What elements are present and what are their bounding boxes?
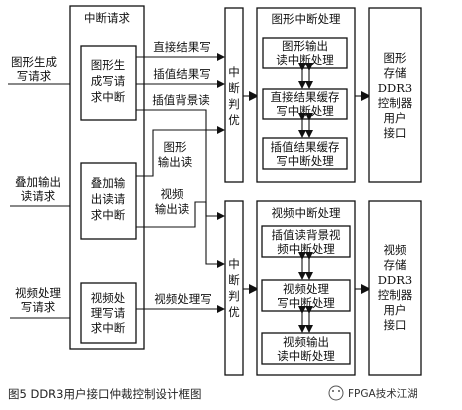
input-overlay-label: 叠加输出 读请求 [15, 175, 61, 203]
svg-text:输出读: 输出读 [155, 202, 190, 216]
svg-text:存储: 存储 [384, 66, 407, 80]
svg-text:求中断: 求中断 [91, 90, 126, 104]
svg-text:叠加输出: 叠加输出 [15, 175, 61, 189]
svg-text:视频: 视频 [161, 187, 184, 201]
video-up-down-arrows-2 [298, 306, 313, 333]
arrow-interp-bg-read [136, 109, 225, 268]
label-video-proc-write: 视频处理写 [154, 292, 212, 306]
arrow-graphic-out-read [136, 126, 225, 177]
svg-text:写中断处理: 写中断处理 [276, 104, 334, 118]
svg-text:图形: 图形 [164, 140, 187, 154]
input-graphic-gen-label: 图形生成 写请求 [11, 55, 57, 83]
input-video-proc-label: 视频处理 写请求 [15, 286, 61, 314]
graphic-processing-title: 图形中断处理 [272, 12, 341, 26]
arbiter-top [224, 7, 244, 183]
interp-result-write-box [262, 137, 348, 170]
label-interp-write: 插值结果写 [153, 67, 211, 81]
svg-text:断: 断 [228, 273, 240, 287]
svg-text:存储: 存储 [384, 258, 407, 272]
svg-text:中: 中 [228, 257, 240, 271]
arbiter-top-label: 中 断 判 优 [228, 65, 240, 127]
svg-text:读请求: 读请求 [21, 189, 56, 203]
wechat-logo-icon [328, 385, 344, 401]
svg-text:写中断处理: 写中断处理 [276, 154, 334, 168]
svg-text:视频处: 视频处 [91, 291, 126, 305]
video-proc-interrupt-box [80, 282, 137, 344]
svg-text:出读请: 出读请 [91, 192, 126, 206]
arrow-video-out-read [136, 201, 225, 228]
graphic-gen-interrupt-box [80, 45, 137, 121]
svg-text:求中断: 求中断 [91, 208, 126, 222]
svg-text:DDR3: DDR3 [378, 273, 412, 287]
label-interp-bg-read: 插值背景读 [152, 93, 210, 107]
overlay-interrupt-box [80, 162, 137, 240]
video-ddr3-controller [368, 200, 422, 376]
watermark-text: FPGA技术江湖 [348, 387, 418, 400]
svg-text:用户: 用户 [384, 111, 407, 125]
interrupt-request-title: 中断请求 [84, 11, 130, 25]
svg-text:断: 断 [228, 81, 240, 95]
svg-text:判: 判 [228, 289, 240, 303]
svg-text:优: 优 [228, 305, 240, 319]
graphic-ddr3-label: 图形 存储 DDR3 控制器 用户 接口 [378, 51, 413, 140]
svg-text:成写请: 成写请 [91, 74, 126, 88]
figure-caption: 图5 DDR3用户接口仲裁控制设计框图 [8, 387, 202, 401]
video-up-down-arrows-1 [298, 252, 313, 280]
graphic-up-down-arrows-1 [298, 63, 313, 89]
svg-text:插值结果缓存: 插值结果缓存 [271, 140, 340, 154]
svg-text:视频: 视频 [384, 243, 407, 257]
svg-text:视频输出: 视频输出 [283, 335, 329, 349]
video-processing-title: 视频中断处理 [272, 206, 341, 220]
interp-bg-video-read-box [261, 225, 351, 258]
svg-text:叠加输: 叠加输 [91, 176, 126, 190]
svg-text:读中断处理: 读中断处理 [277, 349, 335, 363]
arbiter-bottom-label: 中 断 判 优 [228, 257, 240, 319]
svg-text:读中断处理: 读中断处理 [276, 53, 334, 67]
svg-text:视频处理: 视频处理 [15, 286, 61, 300]
svg-text:输出读: 输出读 [158, 155, 193, 169]
svg-text:写请求: 写请求 [17, 69, 52, 83]
svg-text:写中断处理: 写中断处理 [277, 296, 335, 310]
svg-text:DDR3: DDR3 [378, 81, 412, 95]
svg-text:图形: 图形 [384, 51, 407, 65]
video-ddr3-label: 视频 存储 DDR3 控制器 用户 接口 [378, 243, 413, 332]
svg-text:频中断处理: 频中断处理 [277, 242, 335, 256]
video-output-read-box [261, 332, 351, 365]
svg-text:写请求: 写请求 [21, 300, 56, 314]
label-direct-write: 直接结果写 [153, 40, 211, 54]
svg-text:控制器: 控制器 [378, 96, 413, 110]
arbiter-bottom [224, 200, 244, 376]
svg-text:图形生: 图形生 [91, 58, 126, 72]
label-graphic-out-read: 图形 输出读 [158, 140, 193, 169]
svg-text:用户: 用户 [384, 303, 407, 317]
svg-text:插值读背景视: 插值读背景视 [272, 228, 341, 242]
video-proc-write-box [261, 279, 351, 312]
svg-text:理写请: 理写请 [91, 306, 126, 320]
svg-text:直接结果缓存: 直接结果缓存 [271, 90, 340, 104]
svg-text:求中断: 求中断 [91, 321, 126, 335]
svg-text:控制器: 控制器 [378, 288, 413, 302]
label-video-out-read: 视频 输出读 [155, 187, 190, 216]
svg-text:接口: 接口 [384, 126, 407, 140]
svg-text:图形生成: 图形生成 [11, 55, 57, 69]
graphic-up-down-arrows-2 [298, 113, 313, 138]
svg-text:中: 中 [228, 65, 240, 79]
svg-text:图形输出: 图形输出 [282, 39, 328, 53]
graphic-ddr3-controller [368, 7, 422, 183]
svg-text:判: 判 [228, 97, 240, 111]
svg-text:视频处理: 视频处理 [283, 282, 329, 296]
svg-text:优: 优 [228, 113, 240, 127]
svg-text:接口: 接口 [384, 318, 407, 332]
